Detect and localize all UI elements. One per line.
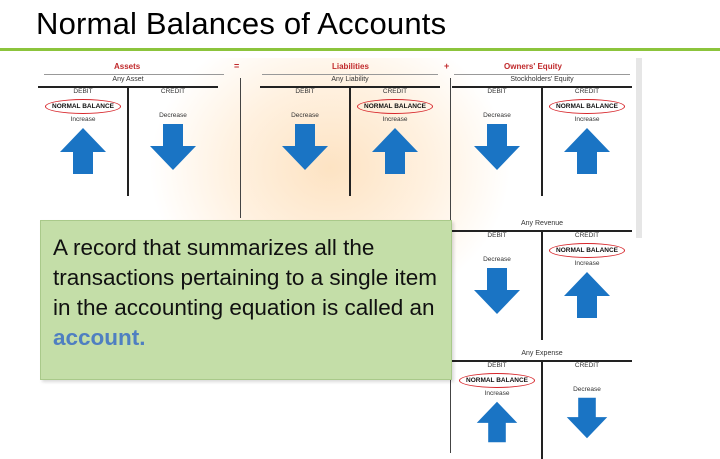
arrow-down-icon xyxy=(282,124,328,170)
debit-action: Increase xyxy=(484,390,510,397)
equation-liabilities-label: Liabilities xyxy=(332,62,369,71)
normal-balance-badge: NORMAL BALANCE xyxy=(45,99,121,114)
credit-label: CREDIT xyxy=(160,88,186,95)
arrow-down-icon xyxy=(474,268,520,314)
debit-side: DEBIT Decrease xyxy=(452,88,542,172)
t-account-revenue: Any Revenue DEBIT Decrease CREDIT NORMAL… xyxy=(452,220,632,350)
section-divider-1 xyxy=(240,78,241,218)
arrow-up-icon xyxy=(60,128,106,174)
equation-assets-label: Assets xyxy=(114,62,141,71)
debit-side: DEBIT NORMAL BALANCE Increase xyxy=(38,88,128,176)
normal-balance-badge: NORMAL BALANCE xyxy=(459,373,535,388)
credit-side: CREDIT Decrease xyxy=(128,88,218,172)
definition-callout: A record that summarizes all the transac… xyxy=(40,220,452,380)
t-account-divider xyxy=(349,86,351,196)
title-divider xyxy=(0,48,720,51)
equation-owners-equity-label: Owners' Equity xyxy=(504,62,562,71)
callout-text: A record that summarizes all the transac… xyxy=(53,235,437,320)
debit-side: DEBIT Decrease xyxy=(260,88,350,172)
t-account-title: Any Expense xyxy=(521,350,563,357)
equation-equals-sign: = xyxy=(234,61,240,71)
credit-action: Increase xyxy=(574,260,600,267)
debit-label: DEBIT xyxy=(295,88,315,95)
credit-label: CREDIT xyxy=(574,362,600,369)
arrow-down-icon xyxy=(474,124,520,170)
section-divider-2 xyxy=(450,78,451,218)
t-account-liability: Any Liability DEBIT Decrease CREDIT NORM… xyxy=(260,76,440,206)
callout-keyword: account. xyxy=(53,325,146,350)
figure-edge-bar xyxy=(636,58,642,238)
t-account-asset: Any Asset DEBIT NORMAL BALANCE Increase … xyxy=(38,76,218,206)
t-account-title: Any Liability xyxy=(331,76,369,83)
credit-side: CREDIT Decrease xyxy=(542,362,632,440)
equity-underline xyxy=(454,74,630,75)
debit-side: DEBIT NORMAL BALANCE Increase xyxy=(452,362,542,444)
arrow-up-icon xyxy=(564,128,610,174)
credit-side: CREDIT NORMAL BALANCE Increase xyxy=(542,232,632,320)
debit-label: DEBIT xyxy=(487,232,507,239)
t-account-divider xyxy=(541,360,543,459)
debit-label: DEBIT xyxy=(73,88,93,95)
debit-action: Decrease xyxy=(483,256,511,263)
credit-label: CREDIT xyxy=(574,232,600,239)
arrow-up-icon xyxy=(564,272,610,318)
arrow-up-icon xyxy=(476,401,518,443)
t-account-stockholders-equity: Stockholders' Equity DEBIT Decrease CRED… xyxy=(452,76,632,206)
t-account-title: Any Asset xyxy=(112,76,144,83)
credit-label: CREDIT xyxy=(382,88,408,95)
arrow-down-icon xyxy=(150,124,196,170)
liabilities-underline xyxy=(262,74,438,75)
arrow-up-icon xyxy=(372,128,418,174)
debit-action: Increase xyxy=(70,116,96,123)
t-account-expense: Any Expense DEBIT NORMAL BALANCE Increas… xyxy=(452,350,632,459)
arrow-down-icon xyxy=(566,397,608,439)
equation-plus-sign: + xyxy=(444,61,450,71)
debit-action: Decrease xyxy=(291,112,319,119)
t-account-divider xyxy=(541,230,543,340)
normal-balance-badge: NORMAL BALANCE xyxy=(549,99,625,114)
credit-label: CREDIT xyxy=(574,88,600,95)
credit-action: Increase xyxy=(382,116,408,123)
t-account-title: Any Revenue xyxy=(520,220,564,227)
normal-balance-badge: NORMAL BALANCE xyxy=(549,243,625,258)
t-account-divider xyxy=(127,86,129,196)
credit-action: Decrease xyxy=(159,112,187,119)
debit-action: Decrease xyxy=(483,112,511,119)
credit-action: Increase xyxy=(574,116,600,123)
credit-side: CREDIT NORMAL BALANCE Increase xyxy=(542,88,632,176)
credit-action: Decrease xyxy=(573,386,601,393)
normal-balance-badge: NORMAL BALANCE xyxy=(357,99,433,114)
debit-side: DEBIT Decrease xyxy=(452,232,542,316)
debit-label: DEBIT xyxy=(487,362,507,369)
assets-underline xyxy=(44,74,224,75)
t-account-divider xyxy=(541,86,543,196)
credit-side: CREDIT NORMAL BALANCE Increase xyxy=(350,88,440,176)
slide-title: Normal Balances of Accounts xyxy=(36,6,447,41)
debit-label: DEBIT xyxy=(487,88,507,95)
t-account-title: Stockholders' Equity xyxy=(510,76,574,83)
